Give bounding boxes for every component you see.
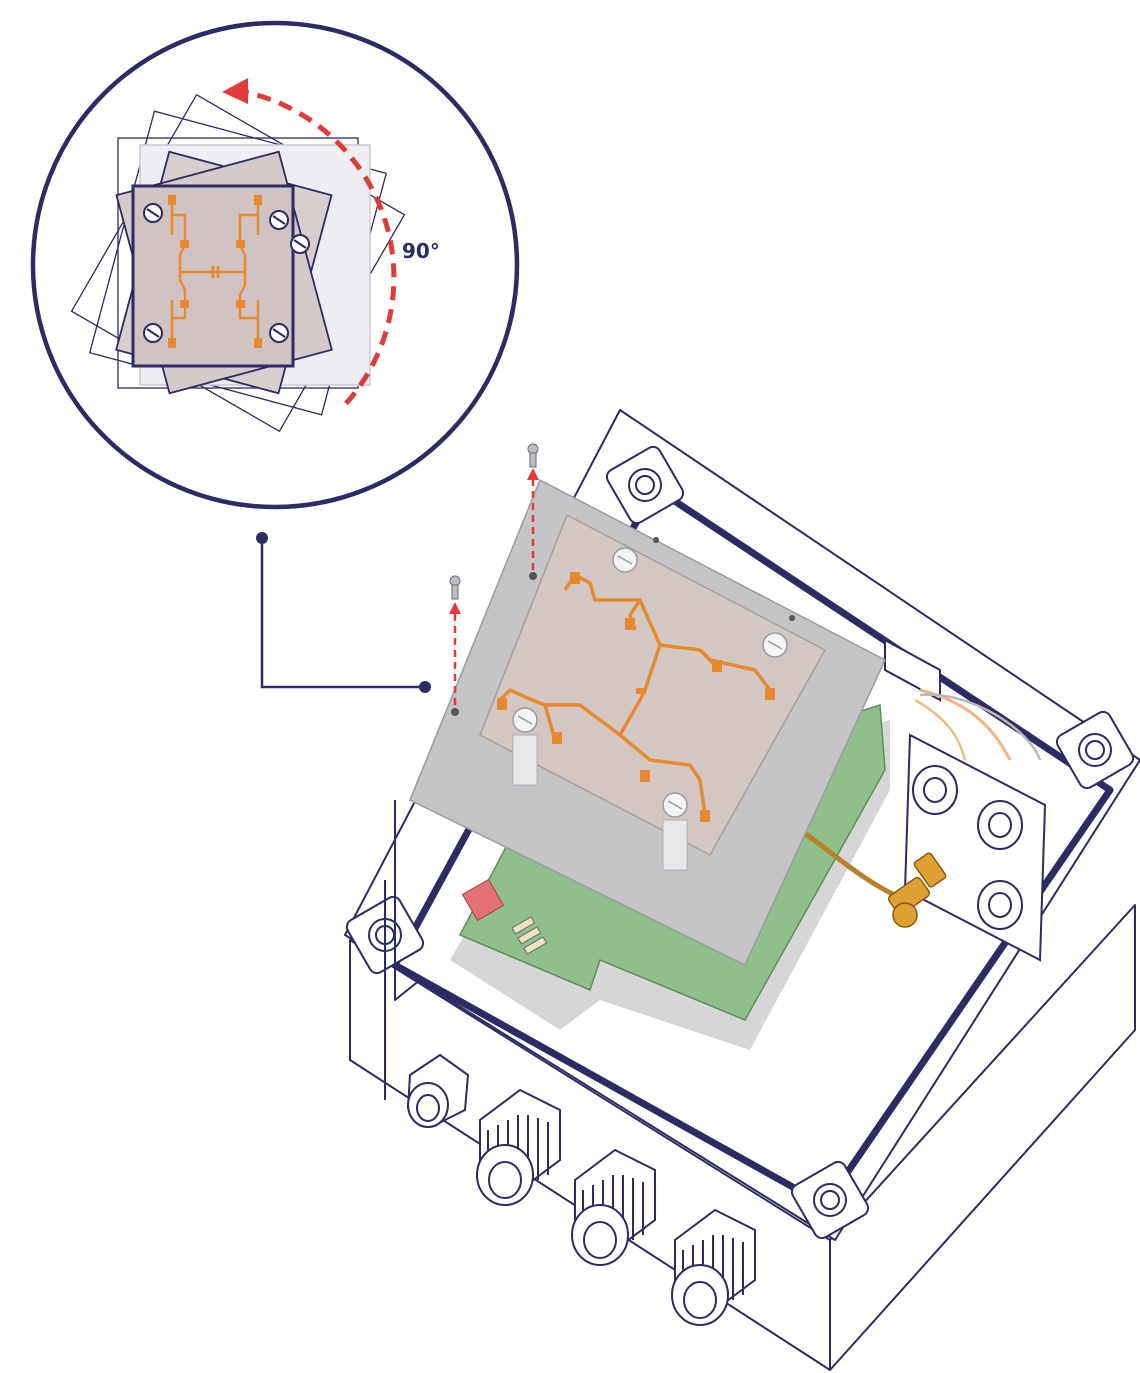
wire-yellow: [914, 698, 967, 761]
callout-leader-line: [260, 538, 425, 689]
rotation-angle-label: 90°: [402, 239, 440, 263]
inset-antenna-pads: [168, 195, 262, 348]
cable-gland-icon: [406, 1053, 470, 1128]
standoff-post: [512, 734, 538, 786]
cable-gland-icon: [476, 1088, 561, 1206]
callout-dot: [256, 532, 268, 544]
rotate-90-arrow-head: [222, 78, 248, 104]
sma-connector: [887, 852, 947, 928]
dip-switch: [461, 878, 505, 922]
standoff-post: [662, 819, 688, 871]
smd-components: [511, 916, 548, 955]
corner-post-bottom: [790, 1160, 870, 1240]
rotate-90-arrow-icon: [234, 87, 397, 412]
screw-removal: [449, 443, 539, 705]
antenna-board: [479, 513, 827, 857]
inset-board-screws: [143, 203, 310, 343]
bnc-connector-icon: [912, 765, 958, 815]
rotation-inset-circle: 90°: [30, 20, 520, 510]
bnc-connector-icon: [977, 800, 1023, 850]
corner-post-top: [605, 445, 685, 525]
screw-icon: [449, 575, 461, 600]
cable-gland-icon: [671, 1208, 756, 1326]
cable-glands: [406, 1053, 756, 1326]
inset-antenna-traces: [170, 200, 260, 340]
wire-grey: [919, 693, 1042, 761]
enclosure-right-wall: [829, 904, 1136, 1371]
antenna-mounting-plate: [409, 478, 886, 967]
bnc-connector-icon: [977, 880, 1023, 930]
antenna-pads: [497, 572, 775, 822]
bnc-connector-panel: [798, 638, 1047, 962]
cable-gland-icon: [571, 1148, 656, 1266]
screw-icon: [527, 443, 539, 468]
corner-post-right: [1055, 710, 1135, 790]
callout-dot: [419, 681, 431, 693]
board-screws: [512, 547, 788, 818]
coax-cable: [798, 827, 907, 903]
